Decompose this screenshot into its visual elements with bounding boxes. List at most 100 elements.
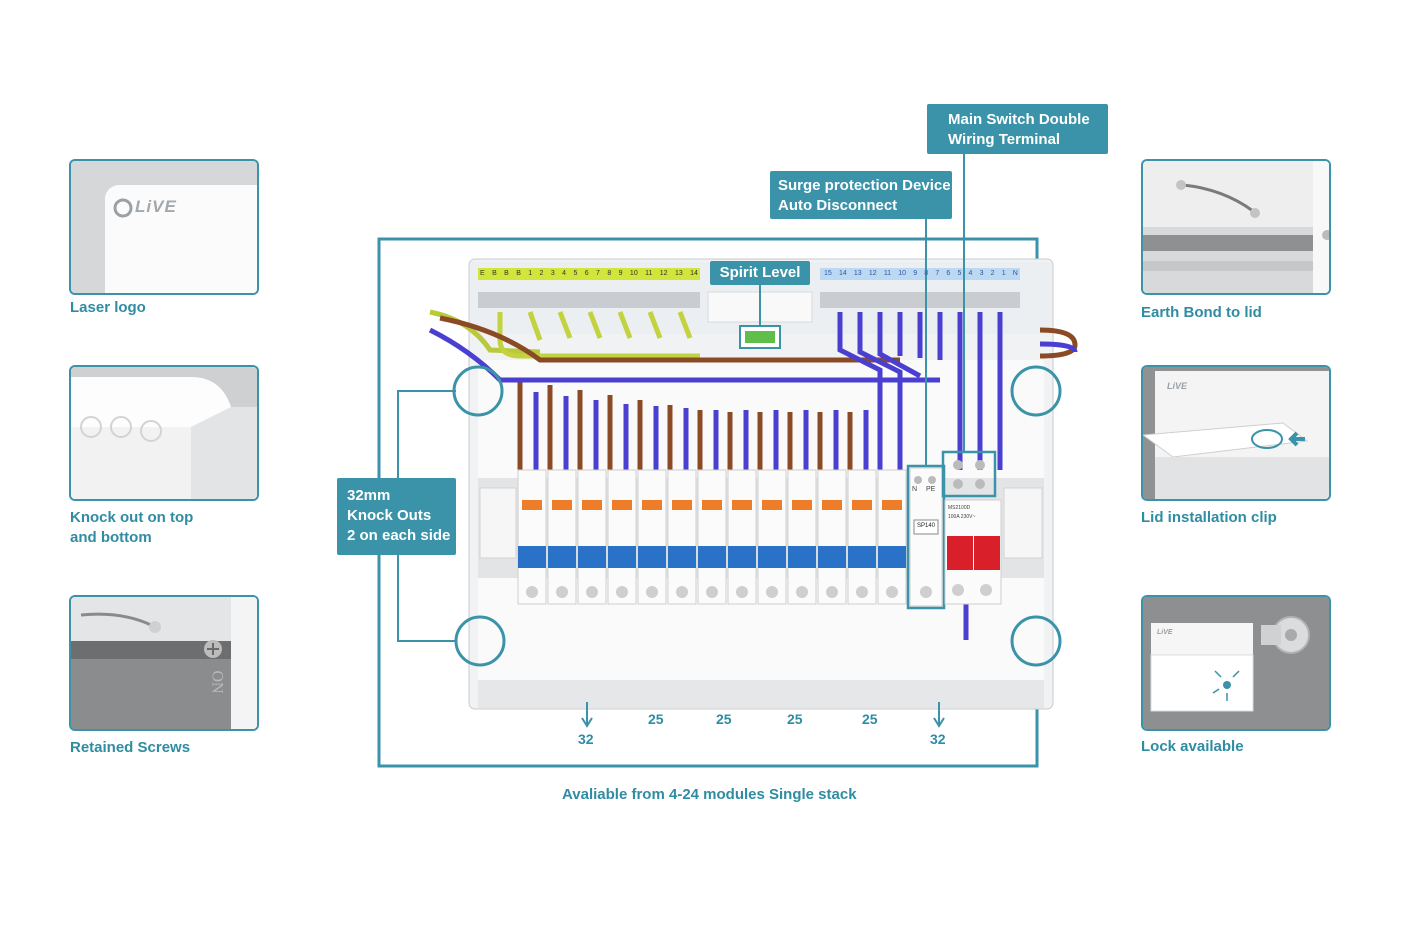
callout-knockouts-line2: Knock Outs [347, 507, 432, 524]
neutral-terminal-label-0: 15 [824, 270, 832, 277]
earth-terminal-label-7: 4 [562, 270, 567, 277]
neutral-terminal-label-2: 13 [853, 270, 862, 277]
earth-bond-illustration [1143, 161, 1329, 293]
surge-protection-device [906, 464, 946, 610]
rcbo-11 [817, 469, 847, 605]
neutral-bar-strip [820, 268, 1020, 280]
earth-terminal-label-4: 1 [528, 270, 533, 277]
main-switch [941, 450, 1002, 605]
earth-terminal-label-3: B [516, 270, 521, 277]
dim-right-32: 32 [930, 731, 946, 747]
earth-bond-thumb [1141, 159, 1331, 295]
dim-arrow-right [933, 702, 945, 728]
lock-thumb: LiVE [1141, 595, 1331, 731]
callout-main-switch-line2: Wiring Terminal [948, 131, 1061, 148]
earth-terminal-label-15: 12 [659, 270, 668, 277]
neutral-terminal-label-1: 14 [838, 270, 847, 277]
earth-terminal-label-10: 7 [596, 270, 600, 277]
retained-screws-thumb: ON [69, 595, 259, 731]
earth-terminal-label-1: B [492, 270, 497, 277]
earth-terminal-label-8: 5 [573, 270, 578, 277]
earth-terminal-label-6: 3 [550, 270, 555, 277]
rcbo-row [517, 469, 907, 605]
laser-logo-text: LiVE [135, 197, 177, 216]
neutral-terminal-label-7: 8 [924, 270, 929, 277]
earth-terminal-label-9: 6 [584, 270, 589, 277]
neutral-terminal-label-6: 9 [913, 270, 918, 277]
earth-terminal-label-2: B [504, 270, 509, 277]
neutral-terminal-label-10: 5 [957, 270, 962, 277]
rcbo-8 [727, 469, 757, 605]
rcbo-2 [547, 469, 577, 605]
caption-knock-out: Knock out on top and bottom [70, 508, 193, 548]
dim-middle-25-a: 25 [648, 711, 664, 727]
callout-surge-line1: Surge protection Device [778, 177, 951, 194]
earth-bar [478, 292, 700, 308]
rcbo-6 [667, 469, 697, 605]
neutral-terminal-label-8: 7 [935, 270, 940, 277]
neutral-terminal-label-15: N [1012, 270, 1018, 277]
dim-arrow-left [581, 702, 593, 728]
earth-terminal-label-11: 8 [607, 270, 612, 277]
dim-left-32: 32 [578, 731, 594, 747]
neutral-terminal-label-12: 3 [979, 270, 984, 277]
spd-terminal-n-label: N [912, 486, 918, 493]
rcbo-1 [517, 469, 547, 605]
caption-lock: Lock available [1141, 738, 1244, 755]
callout-surge-line2: Auto Disconnect [778, 197, 898, 214]
lid-clip-illustration [1143, 367, 1329, 499]
knockout-circle-bottom-right [1010, 615, 1062, 667]
callout-knockouts-line3: 2 on each side [347, 527, 451, 544]
earth-terminal-label-16: 13 [674, 270, 683, 277]
rcbo-3 [577, 469, 607, 605]
spd-model-label: SP140 [917, 523, 936, 529]
caption-lid-clip: Lid installation clip [1141, 509, 1277, 526]
laser-logo-thumb: LiVE [69, 159, 259, 295]
callout-knockouts-line1: 32mm [347, 487, 391, 504]
callout-spirit-level: Spirit Level [710, 261, 810, 285]
neutral-terminal-label-11: 4 [968, 270, 973, 277]
rcbo-12 [847, 469, 877, 605]
dim-middle-25-d: 25 [862, 711, 878, 727]
caption-knock-out-line1: Knock out on top [70, 509, 194, 526]
caption-laser-logo: Laser logo [70, 299, 146, 316]
callout-surge-protection: Surge protection Device Auto Disconnect [770, 171, 952, 219]
module-range-text: Avaliable from 4-24 modules Single stack [562, 786, 857, 803]
rcbo-4 [607, 469, 637, 605]
earth-terminal-label-5: 2 [539, 270, 544, 277]
lock-illustration [1143, 597, 1329, 729]
knock-out-illustration [71, 367, 257, 499]
rcbo-9 [757, 469, 787, 605]
lid-clip-thumb: LiVE [1141, 365, 1331, 501]
neutral-terminal-label-4: 11 [883, 270, 892, 277]
neutral-bar [820, 292, 1020, 308]
neutral-terminal-label-13: 2 [990, 270, 995, 277]
neutral-wiring [428, 312, 1078, 640]
callout-main-switch-terminal: Main Switch Double Wiring Terminal [927, 104, 1108, 154]
dim-middle-25-c: 25 [787, 711, 803, 727]
main-switch-terminal-highlight [941, 450, 997, 498]
dim-middle-25-b: 25 [716, 711, 732, 727]
earth-terminal-label-0: E [480, 270, 485, 277]
spd-terminal-pe-label: PE [926, 486, 936, 493]
caption-earth-bond: Earth Bond to lid [1141, 304, 1262, 321]
callout-knockouts: 32mm Knock Outs 2 on each side [337, 478, 456, 555]
rcbo-13 [877, 469, 907, 605]
main-switch-rating-label: 100A 230V~ [948, 514, 976, 520]
caption-knock-out-line2: and bottom [70, 529, 152, 546]
neutral-terminal-label-5: 10 [898, 270, 907, 277]
neutral-terminal-label-14: 1 [1001, 270, 1006, 277]
knock-out-thumb [69, 365, 259, 501]
earth-terminal-label-13: 10 [629, 270, 638, 277]
neutral-terminal-label-3: 12 [868, 270, 877, 277]
callout-main-switch-line1: Main Switch Double [948, 111, 1090, 128]
neutral-terminal-label-9: 6 [946, 270, 951, 277]
earth-terminal-label-17: 14 [690, 270, 698, 277]
earth-bar-strip [478, 268, 700, 280]
retained-screw-illustration [71, 597, 257, 729]
lock-logo-text: LiVE [1157, 629, 1173, 636]
knockout-circle-top-right [1010, 365, 1062, 417]
lid-clip-logo-text: LiVE [1167, 381, 1188, 391]
